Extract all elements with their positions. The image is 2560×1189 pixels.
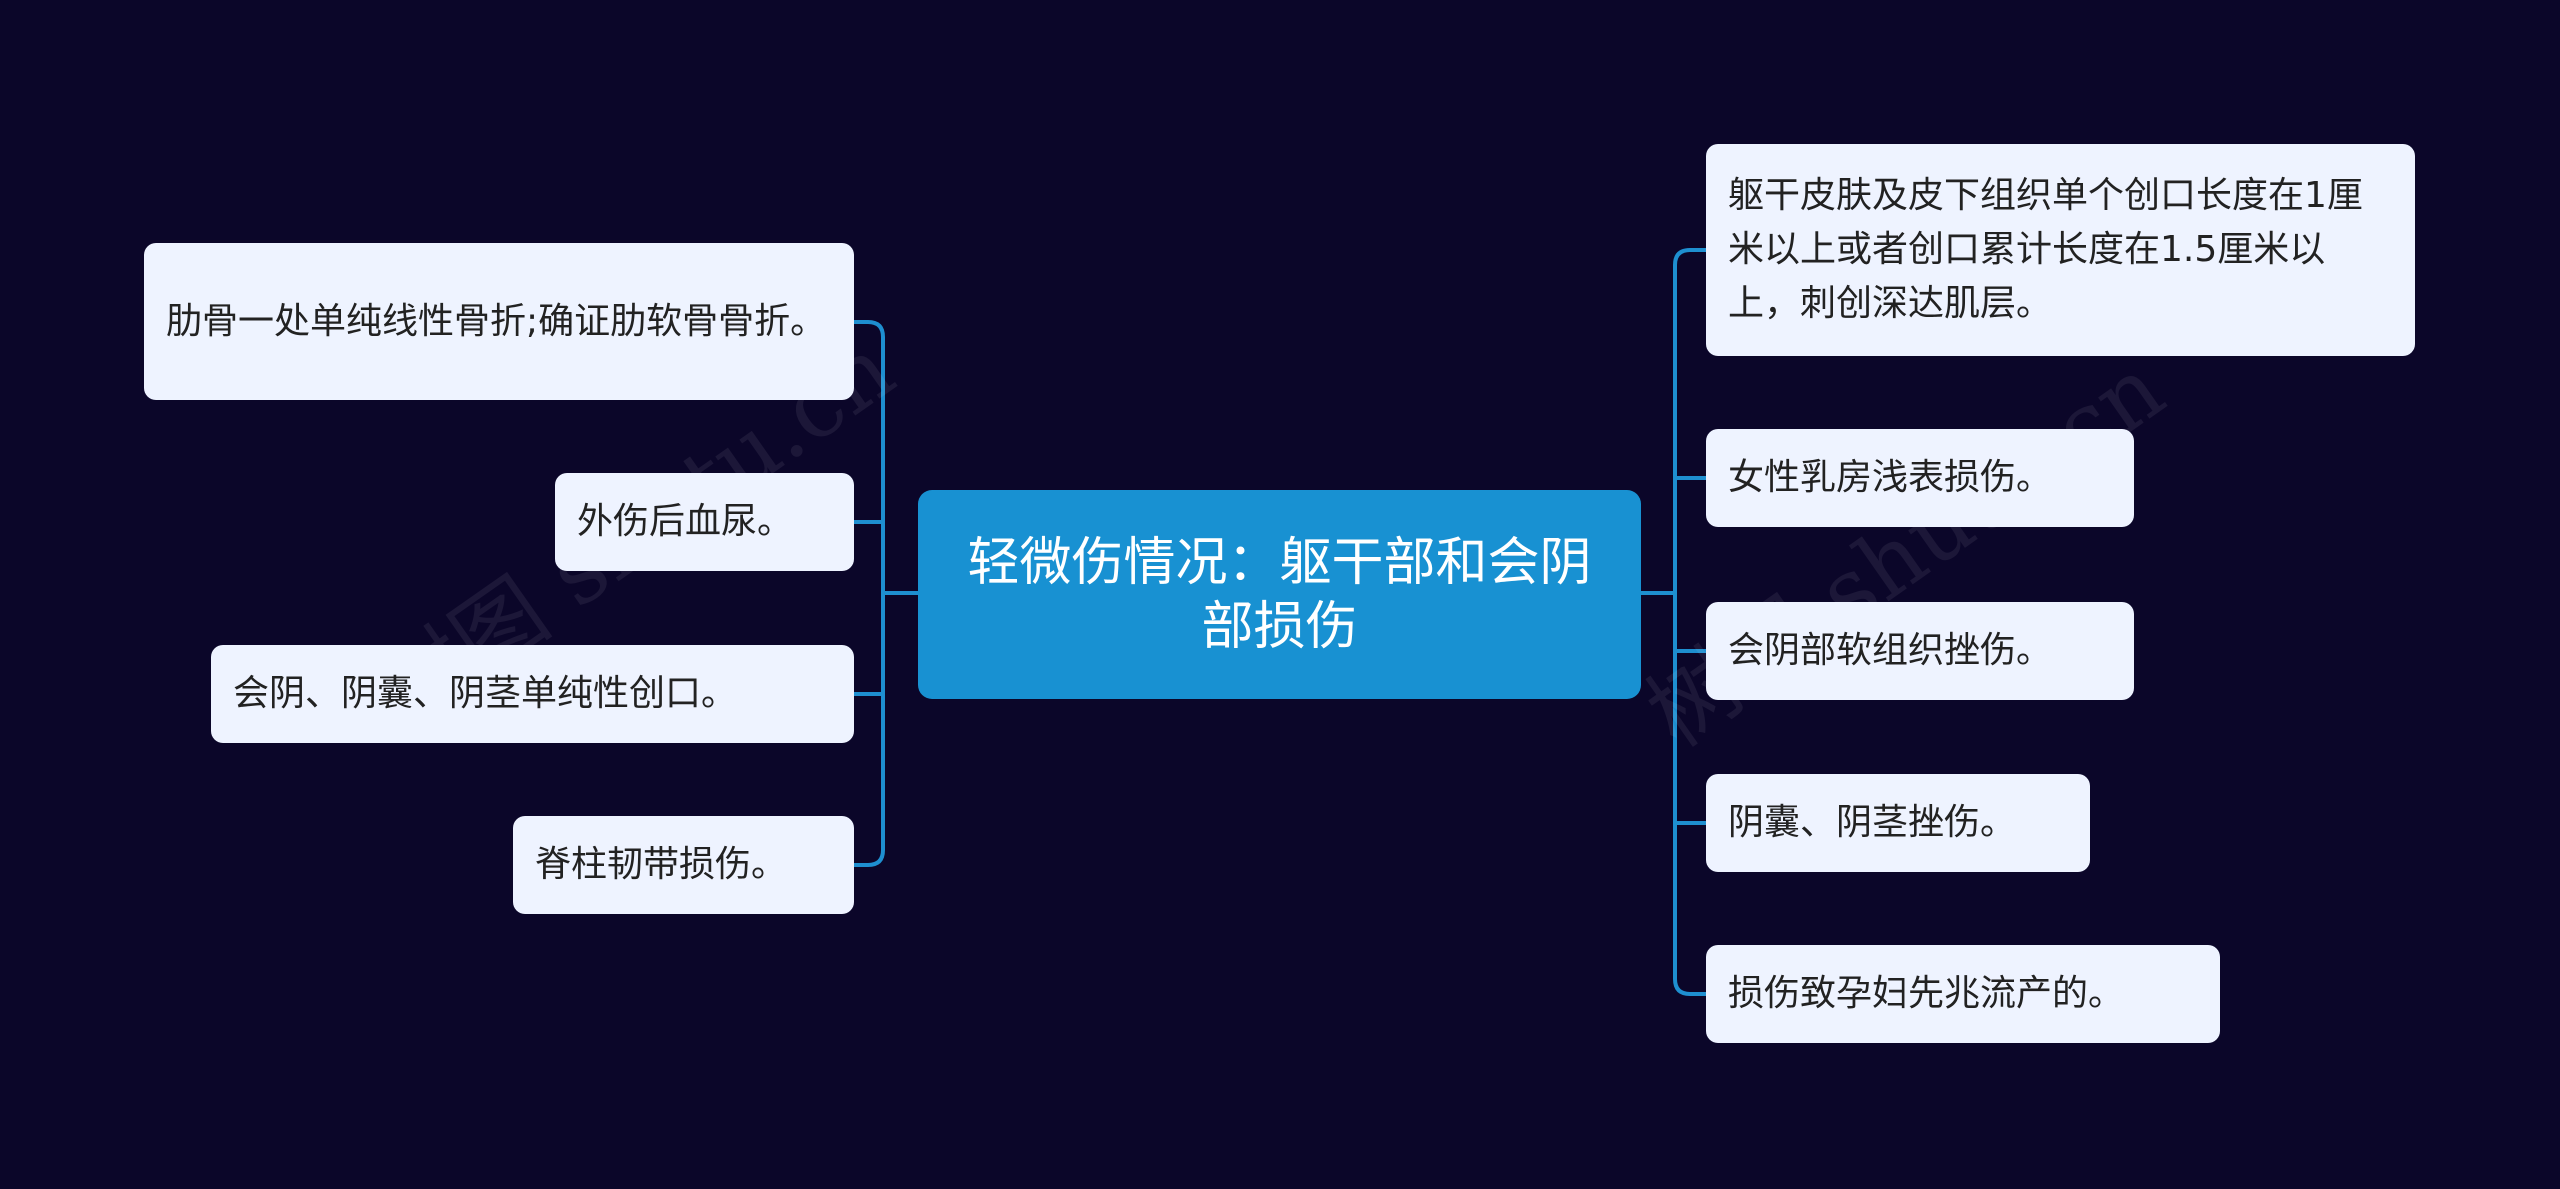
topic-text: 损伤致孕妇先兆流产的。 [1728,973,2125,1014]
right-topic-1[interactable]: 躯干皮肤及皮下组织单个创口长度在1厘米以上或者创口累计长度在1.5厘米以上，刺创… [1706,144,2415,356]
topic-text: 女性乳房浅表损伤。 [1728,457,2053,498]
right-topic-3[interactable]: 会阴部软组织挫伤。 [1706,602,2134,700]
topic-text: 躯干皮肤及皮下组织单个创口长度在1厘米以上或者创口累计长度在1.5厘米以上，刺创… [1728,175,2363,324]
central-topic[interactable]: 轻微伤情况：躯干部和会阴部损伤 [918,490,1641,699]
topic-text: 肋骨一处单纯线性骨折;确证肋软骨骨折。 [166,300,827,342]
topic-text: 阴囊、阴茎挫伤。 [1728,802,2017,843]
left-topic-4[interactable]: 脊柱韧带损伤。 [513,816,854,914]
topic-text: 外伤后血尿。 [577,501,794,542]
right-topic-4[interactable]: 阴囊、阴茎挫伤。 [1706,774,2090,872]
left-topic-2[interactable]: 外伤后血尿。 [555,473,854,571]
left-topic-3[interactable]: 会阴、阴囊、阴茎单纯性创口。 [211,645,854,743]
connector-right-trunk [1673,248,1706,996]
connector-left-trunk [854,320,885,867]
topic-text: 脊柱韧带损伤。 [535,844,788,885]
left-topic-1[interactable]: 肋骨一处单纯线性骨折;确证肋软骨骨折。 [144,243,854,400]
right-topic-2[interactable]: 女性乳房浅表损伤。 [1706,429,2134,527]
topic-text: 会阴、阴囊、阴茎单纯性创口。 [233,673,738,714]
central-topic-text: 轻微伤情况：躯干部和会阴部损伤 [967,532,1592,657]
right-topic-5[interactable]: 损伤致孕妇先兆流产的。 [1706,945,2220,1043]
topic-text: 会阴部软组织挫伤。 [1728,630,2053,671]
